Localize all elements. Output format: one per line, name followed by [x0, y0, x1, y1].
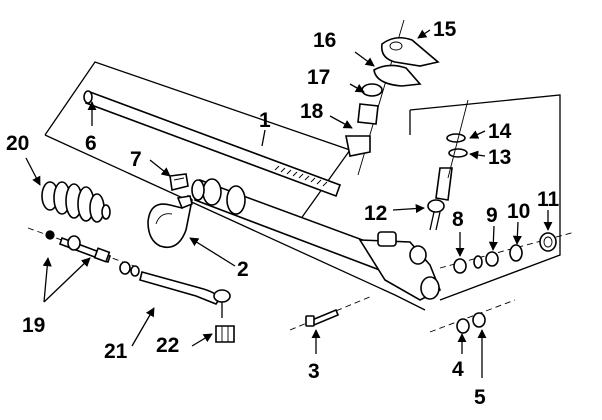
callout-11: 11: [537, 188, 560, 211]
bellows-boot-20: [41, 181, 111, 223]
callout-2: 2: [237, 258, 249, 281]
callout-7: 7: [130, 148, 142, 171]
seals-13-14: [446, 99, 469, 179]
castle-nut-22: [215, 325, 235, 343]
rack-housing: [191, 178, 442, 301]
pinion-12: [427, 167, 453, 231]
callout-21: 21: [104, 340, 128, 363]
callout-6: 6: [85, 132, 97, 155]
jam-nuts: [119, 261, 140, 277]
outer-tie-rod-21: [139, 271, 231, 318]
seal-set-8-11: [439, 231, 576, 274]
coupling-stack-15-18: [345, 19, 440, 176]
bolt-3: [289, 295, 373, 331]
callout-19: 19: [22, 314, 45, 337]
bushing-7: [169, 173, 189, 191]
inner-rack-tube: [83, 90, 342, 198]
callout-3: 3: [308, 360, 320, 383]
callout-20: 20: [6, 132, 29, 155]
leader-lines: [25, 29, 553, 378]
callout-17: 17: [307, 66, 330, 89]
callout-13: 13: [488, 146, 511, 169]
callout-5: 5: [474, 386, 486, 409]
callout-16: 16: [313, 29, 336, 52]
callout-22: 22: [156, 334, 179, 357]
callout-1: 1: [259, 109, 271, 132]
inner-tie-rod-19: [27, 227, 141, 269]
callout-18: 18: [300, 100, 324, 123]
callout-15: 15: [433, 18, 457, 41]
mount-clamp-2: [147, 194, 193, 249]
callout-4: 4: [452, 358, 464, 381]
callout-8: 8: [452, 208, 464, 231]
callout-12: 12: [364, 202, 387, 225]
callout-14: 14: [488, 120, 512, 143]
nut-4-bushing-5: [429, 299, 516, 334]
callout-9: 9: [486, 204, 498, 227]
callout-10: 10: [507, 200, 530, 223]
